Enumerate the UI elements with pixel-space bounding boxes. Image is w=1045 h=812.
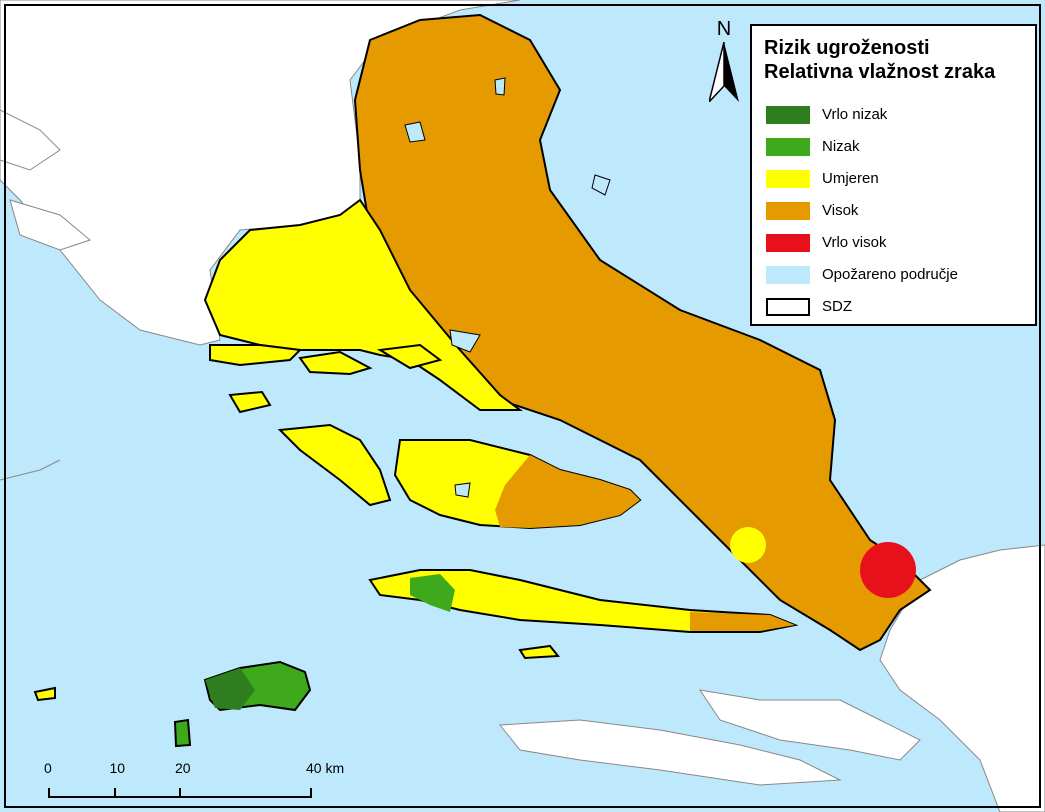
legend-label: Visok: [822, 202, 859, 219]
southern-island-outside: [499, 719, 842, 786]
island-central-high: [495, 455, 640, 528]
island-south-high: [690, 612, 795, 631]
island-west-1: [209, 344, 303, 367]
legend-swatch: [766, 298, 810, 316]
scale-bar: 0 10 20 40 km: [38, 760, 344, 806]
island-west-3: [228, 390, 272, 414]
legend-label: Opožareno područje: [822, 266, 958, 283]
legend-item: Vrlo nizak: [766, 104, 1034, 126]
scale-tick: [113, 788, 116, 798]
burned-area-2: [449, 329, 481, 353]
bottom-left-sea-outline: [0, 459, 61, 481]
north-arrow: N: [706, 18, 742, 108]
scale-tick-label: 10: [109, 760, 126, 776]
island-tiny-yellow-1: [33, 686, 56, 702]
nw-islands: [0, 109, 61, 171]
legend-swatch: [766, 234, 810, 252]
legend-label: Umjeren: [822, 170, 879, 187]
scale-tick: [48, 788, 50, 798]
legend-title-line2: Relativna vlažnost zraka: [764, 61, 996, 83]
legend-swatch: [766, 266, 810, 284]
scale-tick: [179, 788, 181, 798]
mainland-southeast-outside: [879, 544, 1045, 812]
island-long-west: [277, 423, 392, 507]
legend-item: SDZ: [766, 296, 1034, 318]
legend-item: Visok: [766, 200, 1034, 222]
scale-tick-label: 20: [175, 760, 191, 776]
legend-label: Vrlo visok: [822, 234, 887, 251]
moderate-coastal-zone: [730, 527, 766, 563]
burned-area-3: [591, 174, 611, 196]
north-arrow-icon: [709, 42, 739, 102]
legend-swatch: [766, 170, 810, 188]
legend-label: Nizak: [822, 138, 860, 155]
island-tiny-yellow-2: [518, 644, 560, 660]
peljesac-like-outside: [698, 689, 921, 761]
scale-tick-label: 40 km: [306, 760, 345, 776]
legend-swatch: [766, 138, 810, 156]
burned-area-4: [454, 482, 471, 498]
scale-tick: [310, 788, 312, 798]
legend-item: Nizak: [766, 136, 1034, 158]
burned-area-5: [494, 77, 506, 96]
legend-item: Vrlo visok: [766, 232, 1034, 254]
county-mainland-moderate: [203, 198, 523, 411]
burned-area-1: [404, 121, 426, 143]
north-letter: N: [716, 18, 732, 40]
legend-item: Opožareno područje: [766, 264, 1034, 286]
nw-islands-2: [9, 199, 92, 251]
island-south-low: [410, 574, 455, 612]
legend-swatch: [766, 106, 810, 124]
island-west-2: [298, 350, 373, 376]
legend: Rizik ugroženosti Relativna vlažnost zra…: [750, 24, 1037, 326]
legend-title-line1: Rizik ugroženosti: [764, 37, 930, 59]
legend-label: Vrlo nizak: [822, 106, 888, 123]
legend-item: Umjeren: [766, 168, 1034, 190]
island-small-green: [173, 718, 192, 748]
scale-tick-label: 0: [44, 760, 52, 776]
legend-label: SDZ: [822, 298, 852, 315]
island-west-4: [377, 343, 443, 370]
legend-title: Rizik ugroženosti Relativna vlažnost zra…: [764, 36, 995, 84]
very-high-zone: [860, 542, 916, 598]
island-southwest-very-low: [205, 668, 255, 710]
legend-swatch: [766, 202, 810, 220]
